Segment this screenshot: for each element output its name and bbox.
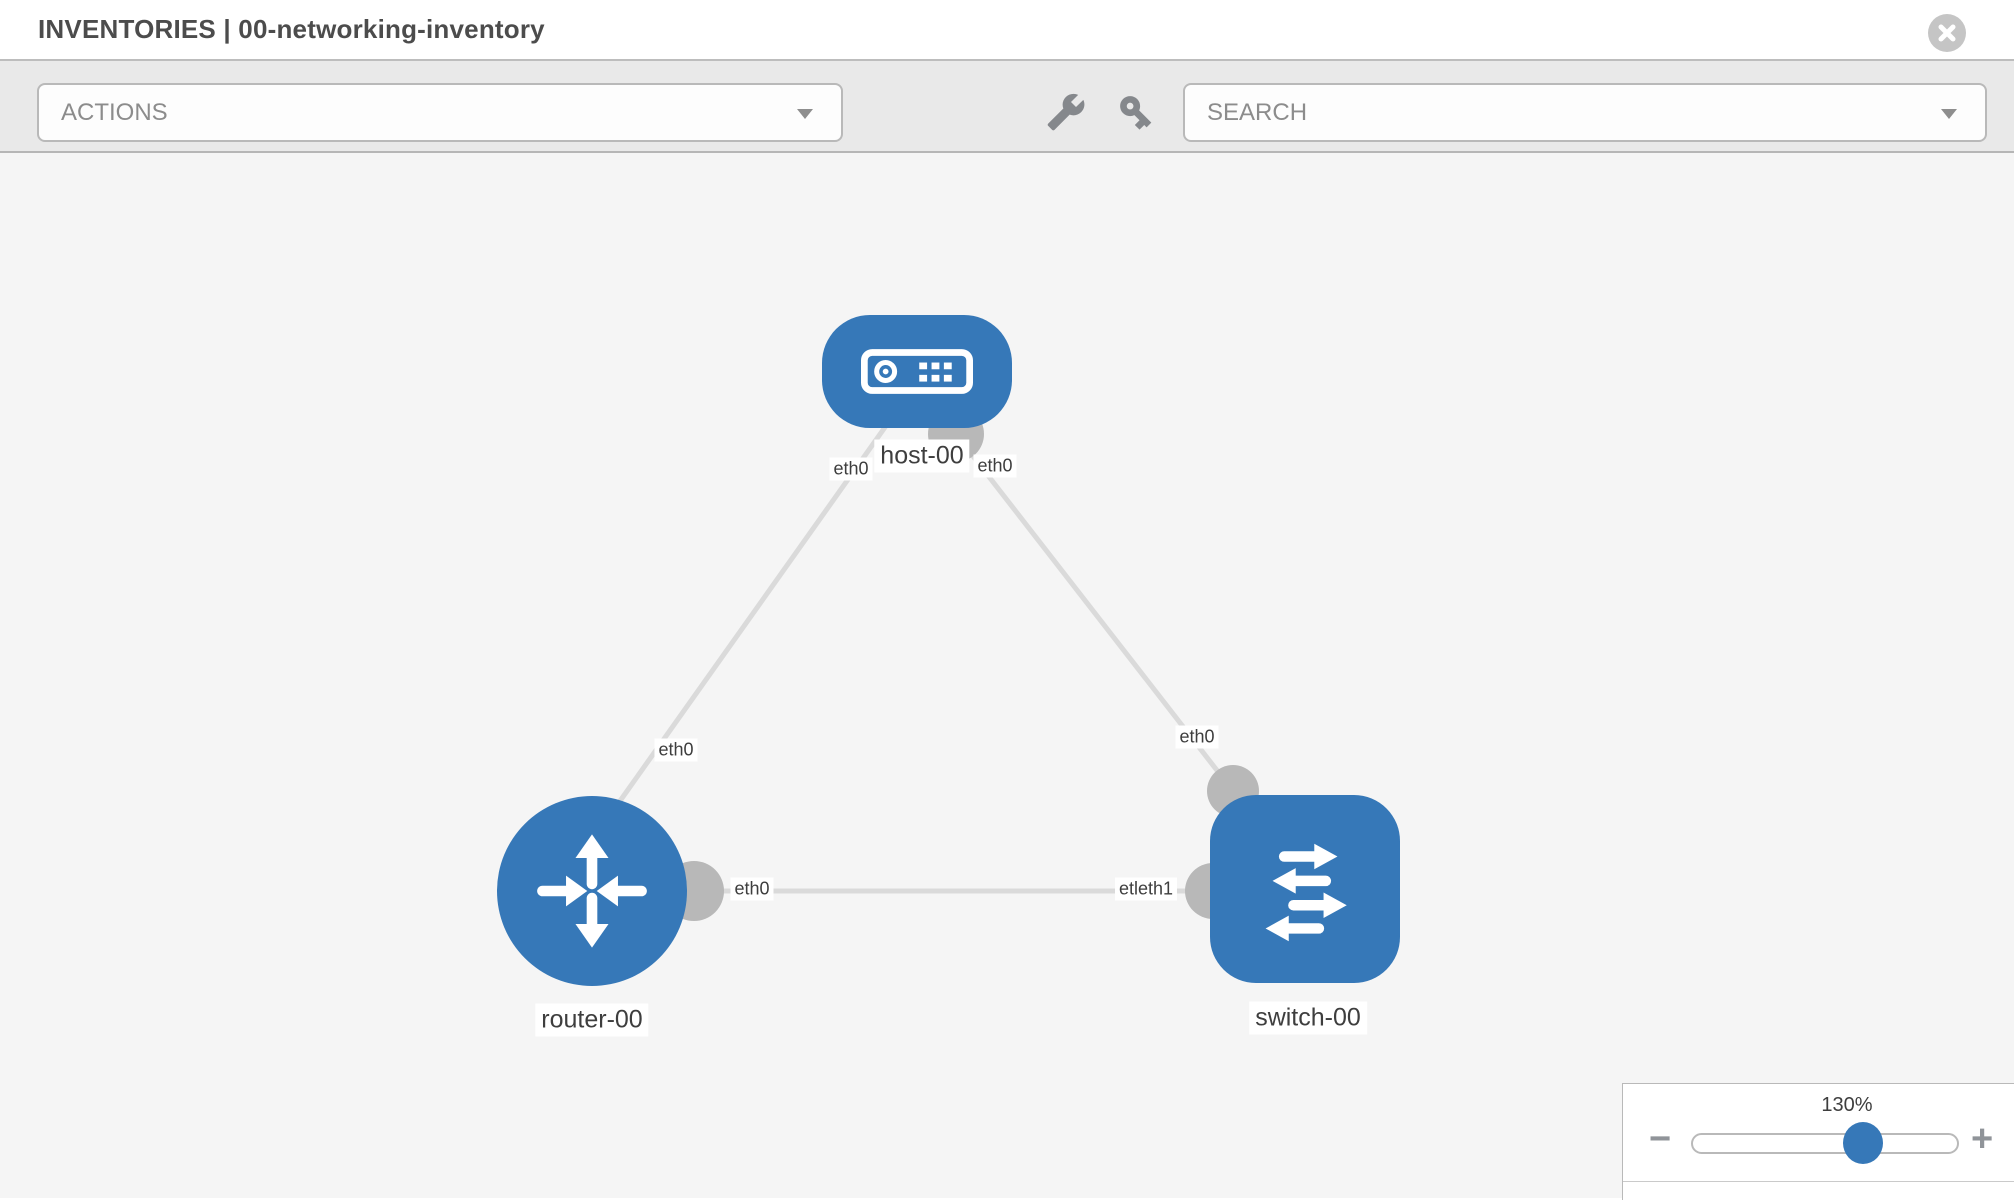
close-button[interactable]: [1928, 14, 1966, 52]
port-label-eth0: eth0: [654, 738, 698, 762]
key-icon[interactable]: [1116, 92, 1156, 132]
actions-dropdown-label: ACTIONS: [61, 98, 168, 126]
wrench-icon[interactable]: [1046, 92, 1086, 132]
header: INVENTORIES | 00-networking-inventory: [0, 0, 2014, 61]
zoom-in-button[interactable]: +: [1971, 1118, 1994, 1160]
node-host-00[interactable]: [822, 315, 1012, 428]
port-label-overlapped: etleth1: [1114, 877, 1178, 901]
zoom-out-button[interactable]: −: [1649, 1118, 1672, 1160]
zoom-slider-track[interactable]: [1691, 1133, 1959, 1154]
port-label-eth0: eth0: [829, 457, 873, 481]
topology-links: [612, 421, 1235, 894]
chevron-down-icon: [797, 109, 813, 119]
port-label-eth0: eth0: [973, 454, 1017, 478]
node-label-router-00: router-00: [535, 1003, 649, 1037]
node-label-switch-00: switch-00: [1249, 1001, 1367, 1035]
toolbar: ACTIONS SEARCH: [0, 61, 2014, 153]
zoom-level: 130%: [1821, 1094, 1873, 1116]
actions-dropdown[interactable]: ACTIONS: [37, 83, 843, 142]
port-label-eth0: eth0: [1175, 725, 1219, 749]
close-icon: [1938, 24, 1956, 42]
search-dropdown-label: SEARCH: [1207, 98, 1308, 126]
topology-canvas[interactable]: host-00 router-00 switch-00 eth0 eth0 et…: [0, 153, 2014, 1198]
chevron-down-icon: [1941, 109, 1957, 119]
zoom-slider-handle[interactable]: [1843, 1122, 1883, 1164]
switch-icon: [1265, 843, 1347, 942]
router-icon: [537, 834, 647, 948]
port-label-eth0: eth0: [730, 877, 774, 901]
zoom-panel: 130% − +: [1622, 1083, 2014, 1200]
host-icon: [861, 349, 973, 394]
node-router-00[interactable]: [497, 796, 687, 986]
node-label-host-00: host-00: [874, 439, 970, 473]
page-title: INVENTORIES | 00-networking-inventory: [38, 14, 545, 44]
search-dropdown[interactable]: SEARCH: [1183, 83, 1987, 142]
node-switch-00[interactable]: [1210, 795, 1400, 983]
zoom-panel-divider: [1623, 1181, 2014, 1182]
